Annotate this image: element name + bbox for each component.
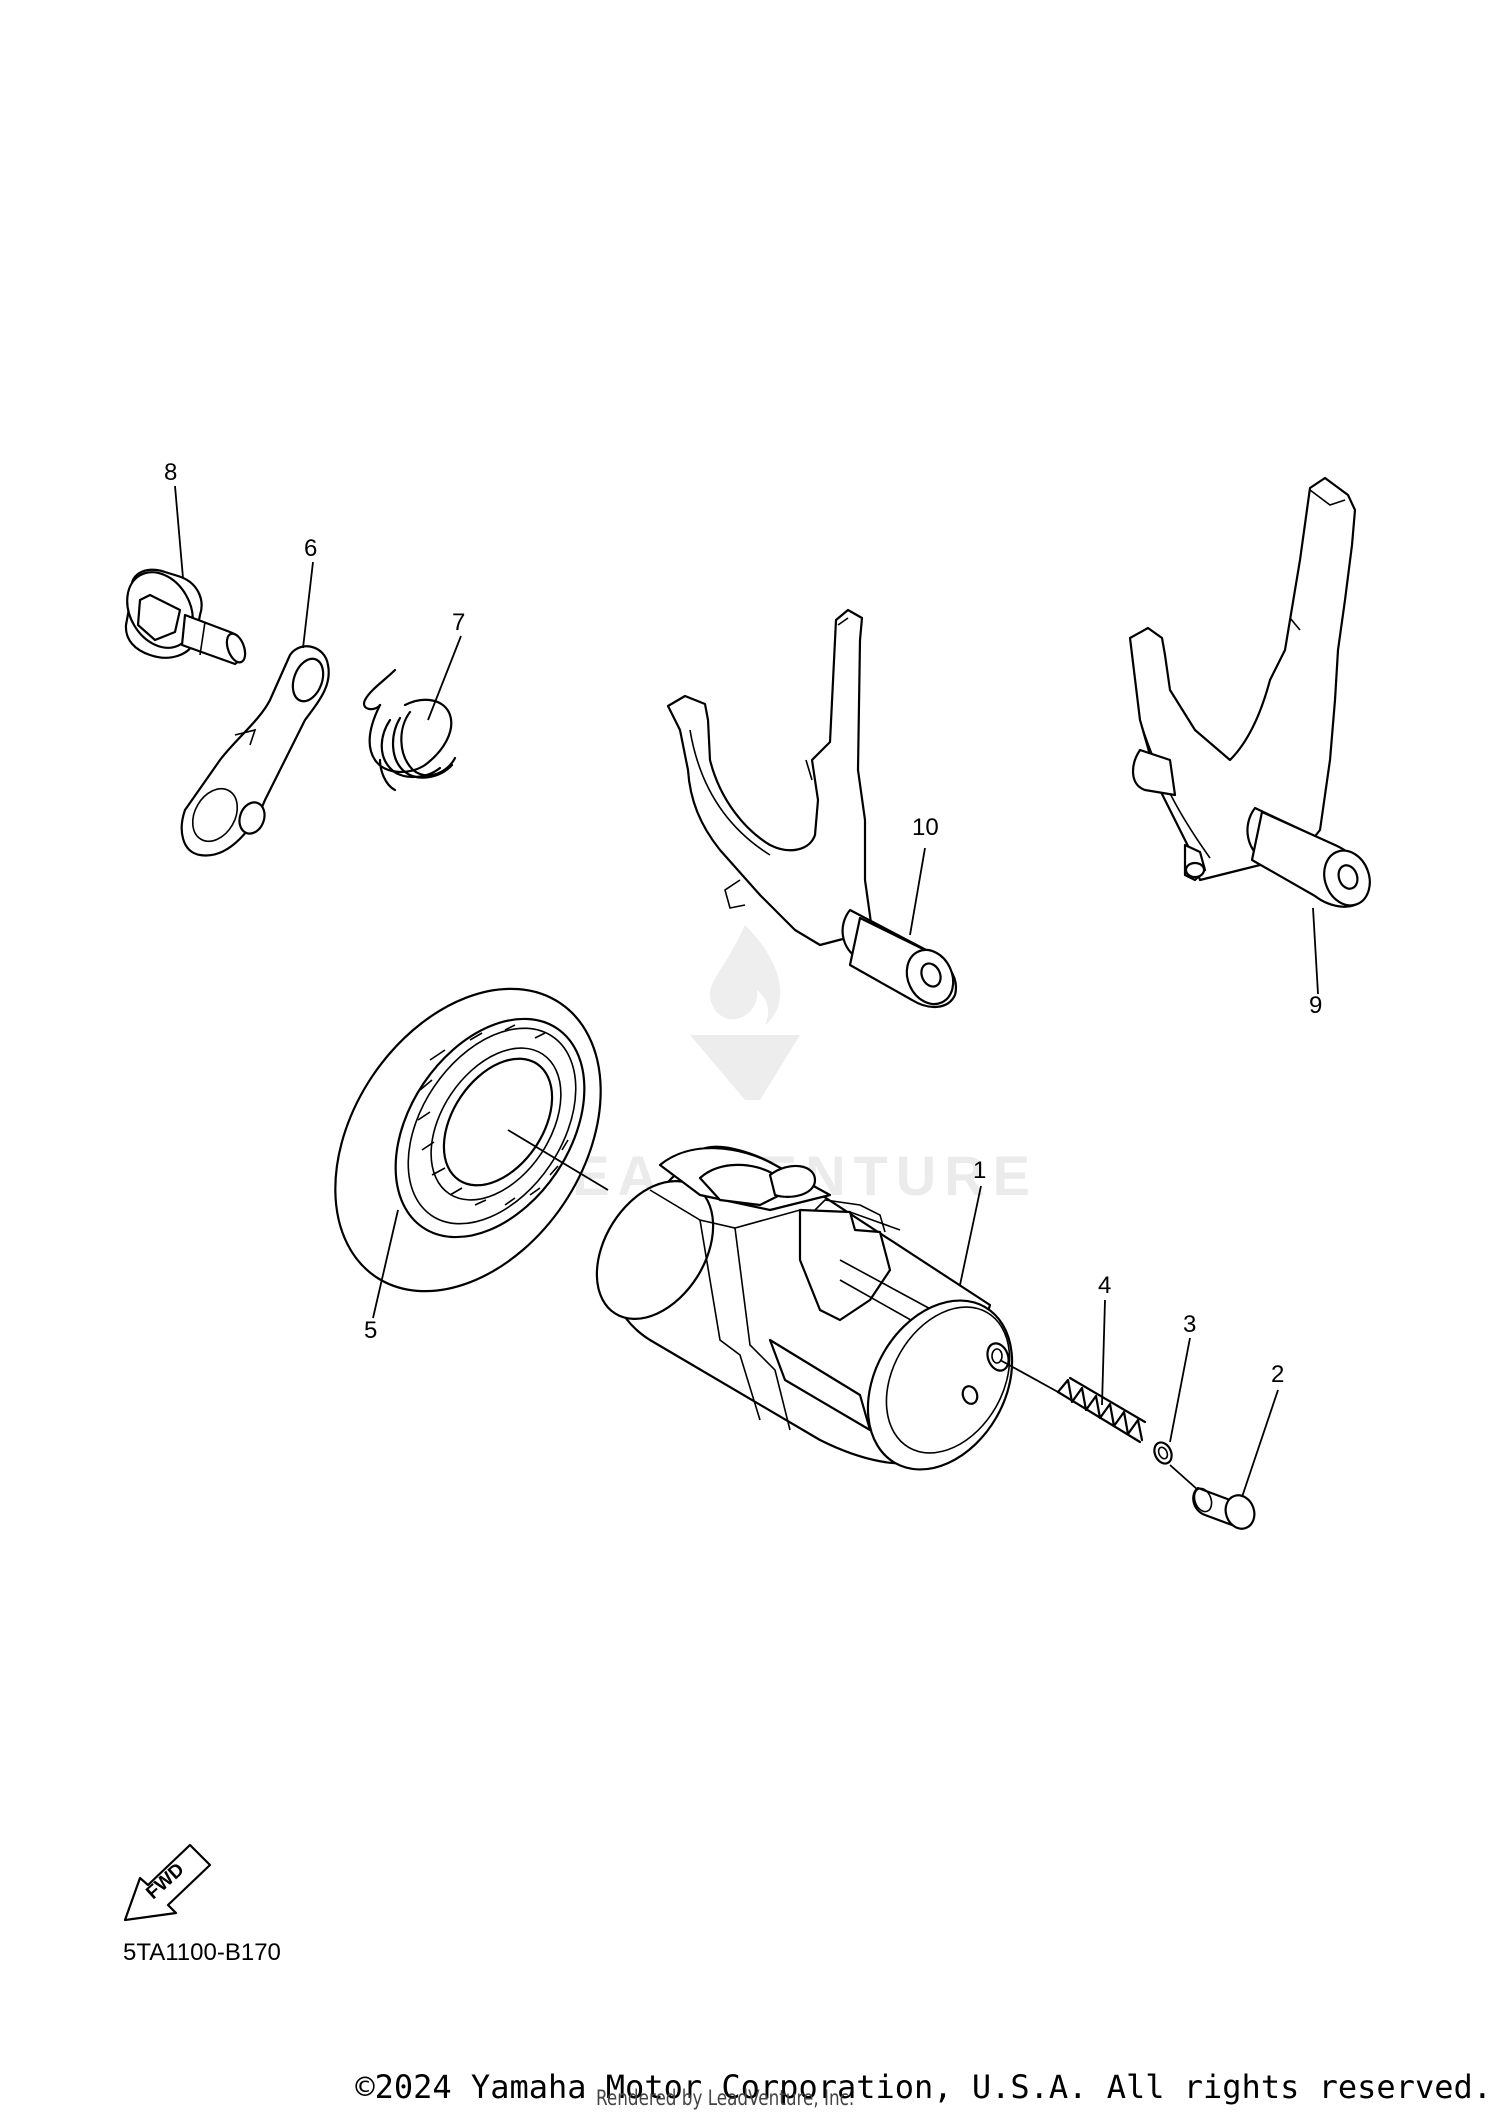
callout-2: 2 — [1271, 1361, 1284, 1388]
leadventure-watermark: LEADVENTURE — [530, 925, 1030, 1207]
callout-6: 6 — [304, 535, 317, 562]
rendered-by-notice: Rendered by LeadVenture, Inc. — [596, 2086, 855, 2110]
part-2-pin[interactable] — [1191, 1486, 1259, 1533]
callout-10: 10 — [912, 814, 939, 841]
callout-3: 3 — [1183, 1311, 1196, 1338]
part-8-bolt[interactable] — [114, 560, 249, 666]
part-6-stopper-lever[interactable] — [180, 645, 330, 857]
leader-lines — [174, 485, 1319, 1498]
diagram-code: 5TA1100-B170 — [123, 1939, 281, 1966]
part-5-bearing[interactable] — [280, 939, 655, 1341]
part-7-spring[interactable] — [362, 668, 457, 792]
callout-5: 5 — [364, 1317, 377, 1344]
fwd-arrow-icon: FWD — [123, 1843, 212, 1922]
part-9-shift-fork[interactable] — [1128, 476, 1377, 912]
callout-labels: 8 6 7 10 9 5 1 4 3 2 — [164, 459, 1322, 1388]
part-1-shift-drum[interactable] — [573, 1145, 1041, 1496]
callout-9: 9 — [1309, 992, 1322, 1019]
copyright-notice: ©2024 Yamaha Motor Corporation, U.S.A. A… — [355, 2068, 1492, 2106]
callout-8: 8 — [164, 459, 177, 486]
callout-7: 7 — [452, 609, 465, 636]
part-10-shift-fork[interactable] — [666, 608, 962, 1012]
part-3-o-ring[interactable] — [1151, 1440, 1175, 1467]
part-4-spring[interactable] — [1056, 1376, 1147, 1444]
callout-1: 1 — [973, 1157, 986, 1184]
callout-4: 4 — [1098, 1272, 1111, 1299]
